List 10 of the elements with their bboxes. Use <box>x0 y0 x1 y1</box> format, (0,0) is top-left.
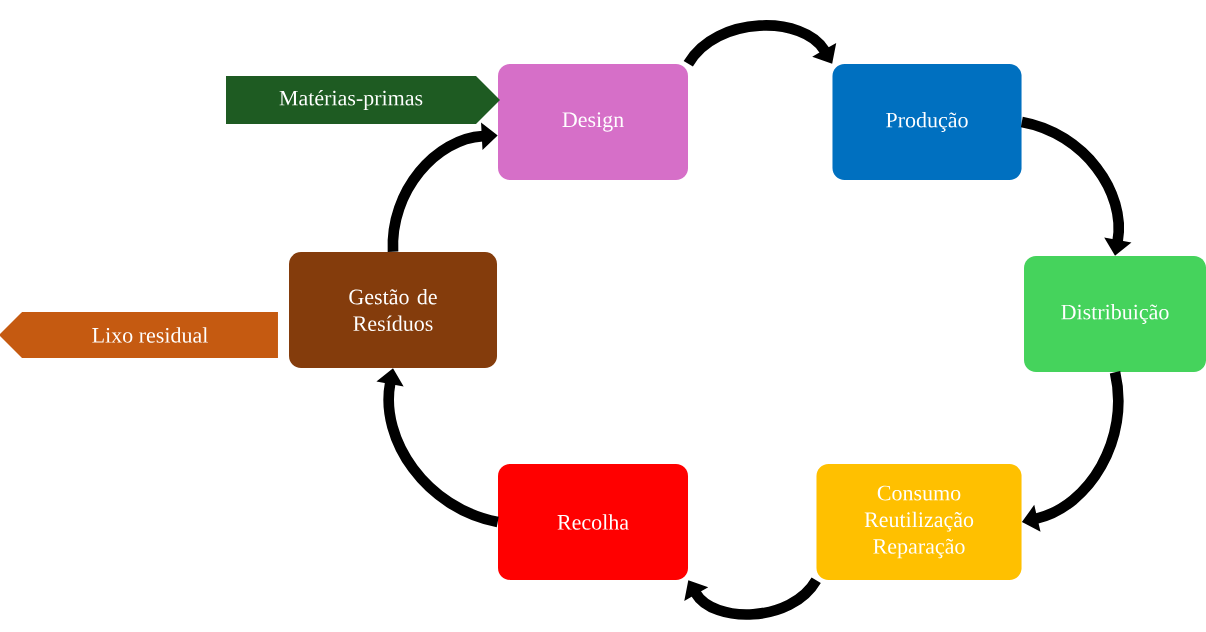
arrow-banner: Lixo residual <box>0 311 287 359</box>
process-box: Consumo Reutilização Reparação <box>816 464 1022 580</box>
arrow <box>684 577 821 620</box>
process-box: Produção <box>832 64 1022 180</box>
arrow-banner: Matérias-primas <box>217 75 500 125</box>
arrow <box>683 20 837 67</box>
process-box: Recolha <box>498 464 688 580</box>
process-box: Gestão de Resíduos <box>289 252 497 368</box>
process-box: Distribuição <box>1024 256 1206 372</box>
process-box: Design <box>498 64 688 180</box>
